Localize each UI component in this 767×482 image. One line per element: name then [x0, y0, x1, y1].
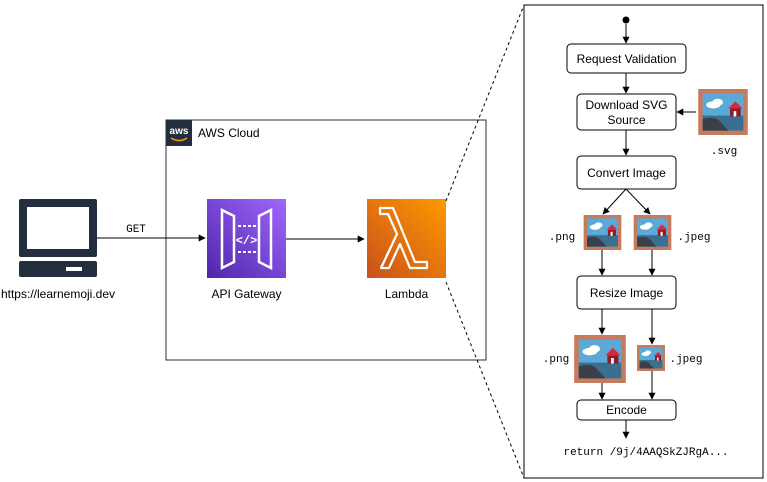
png-format-label: .png — [549, 232, 575, 244]
jpeg-resized-image-icon — [637, 345, 665, 371]
svg-text:Encode: Encode — [606, 403, 647, 417]
zoom-line-top — [445, 4, 525, 202]
svg-format-label: .svg — [711, 146, 737, 158]
http-method-label: GET — [126, 224, 146, 236]
svg-text:Convert Image: Convert Image — [587, 166, 666, 180]
svg-text:aws: aws — [170, 126, 189, 137]
zoom-line-bottom — [445, 281, 525, 479]
png-resized-image-icon — [574, 335, 626, 383]
api-gateway-label: API Gateway — [211, 287, 281, 301]
api-gateway-icon: </> — [207, 199, 286, 278]
svg-text:Download SVG: Download SVG — [585, 98, 667, 112]
lambda-icon — [367, 199, 446, 278]
jpeg-resized-format-label: .jpeg — [669, 354, 702, 366]
aws-cloud-label: AWS Cloud — [198, 126, 260, 140]
encoded-result: return /9j/4AAQSkZJRgA... — [563, 447, 728, 459]
jpeg-format-label: .jpeg — [677, 232, 710, 244]
svg-text:Resize Image: Resize Image — [590, 286, 664, 300]
computer-icon — [19, 199, 97, 277]
api-gateway: </> API Gateway — [207, 199, 286, 301]
step-resize-image: Resize Image — [576, 275, 677, 310]
flow-start-dot — [622, 16, 630, 24]
flow-arrow — [625, 188, 651, 215]
svg-text:</>: </> — [236, 234, 258, 248]
aws-cloud-group: aws AWS Cloud — [165, 119, 487, 361]
lambda: Lambda — [367, 199, 446, 301]
step-download-svg-source: Download SVG Source — [576, 93, 677, 131]
svg-text:Request Validation: Request Validation — [577, 52, 677, 66]
jpeg-image-icon — [633, 215, 672, 250]
lambda-label: Lambda — [385, 287, 429, 301]
flow-arrow — [602, 188, 627, 215]
aws-logo: aws — [166, 120, 192, 146]
step-request-validation: Request Validation — [566, 43, 687, 74]
client-computer: https://learnemoji.dev — [1, 199, 115, 301]
lambda-flow-panel — [523, 4, 764, 479]
step-convert-image: Convert Image — [576, 155, 677, 190]
png-resized-format-label: .png — [543, 354, 569, 366]
step-encode: Encode — [576, 399, 677, 421]
png-image-icon — [583, 215, 622, 250]
svg-text:Source: Source — [607, 113, 645, 127]
svg-image-icon — [698, 89, 748, 135]
client-url: https://learnemoji.dev — [1, 287, 115, 301]
